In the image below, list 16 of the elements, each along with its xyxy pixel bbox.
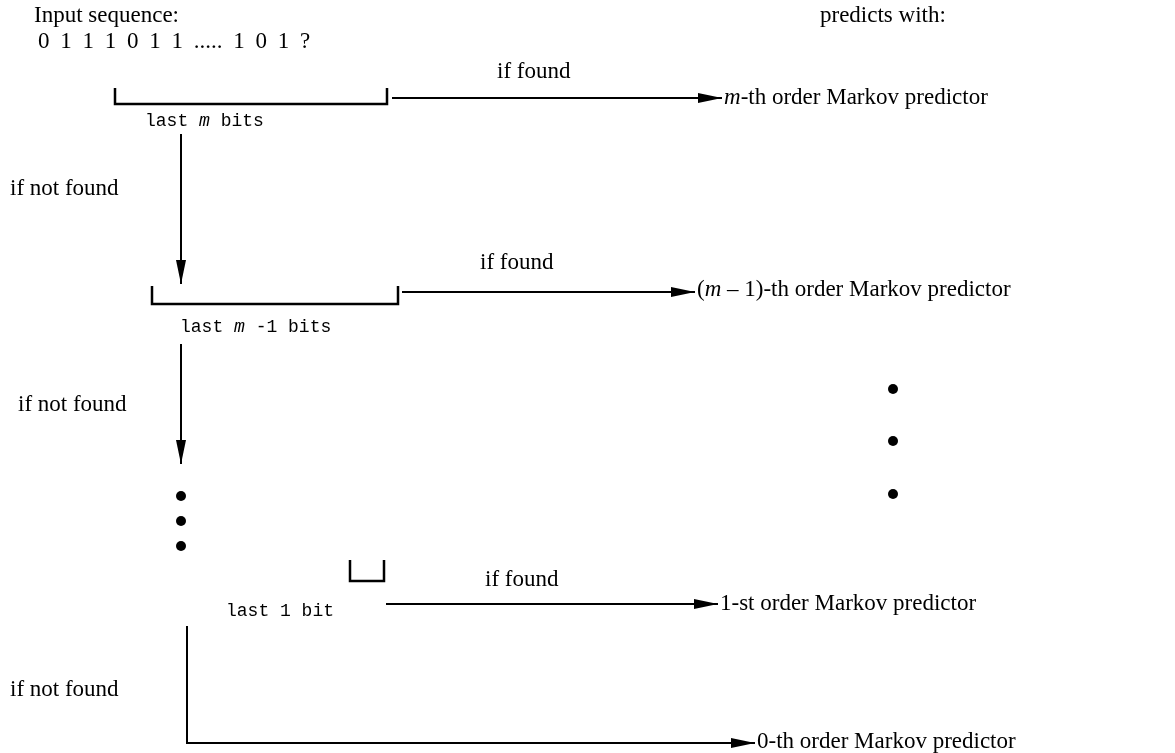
arrow: [176, 133, 186, 285]
predictor-label: 1-st order Markov predictor: [720, 590, 977, 616]
arrow: [391, 93, 723, 103]
bit-window-label: last m -1 bits: [180, 316, 332, 338]
bit-window-label: last m bits: [145, 110, 264, 132]
predictor-label: 0-th order Markov predictor: [757, 728, 1016, 753]
predictor-label: (m – 1)-th order Markov predictor: [697, 276, 1011, 302]
column-heading: predicts with:: [820, 2, 946, 28]
arrow: [385, 599, 719, 609]
bit-sequence: 0 1 1 1 0 1 1 ..... 1 0 1 ?: [38, 28, 311, 54]
arrow: [176, 343, 186, 465]
sequence-heading: Input sequence:: [34, 2, 179, 28]
bit-window-label: last 1 bit: [226, 600, 335, 622]
predictor-label: m-th order Markov predictor: [724, 84, 988, 110]
arrow: [401, 287, 696, 297]
arrow: [186, 625, 756, 748]
